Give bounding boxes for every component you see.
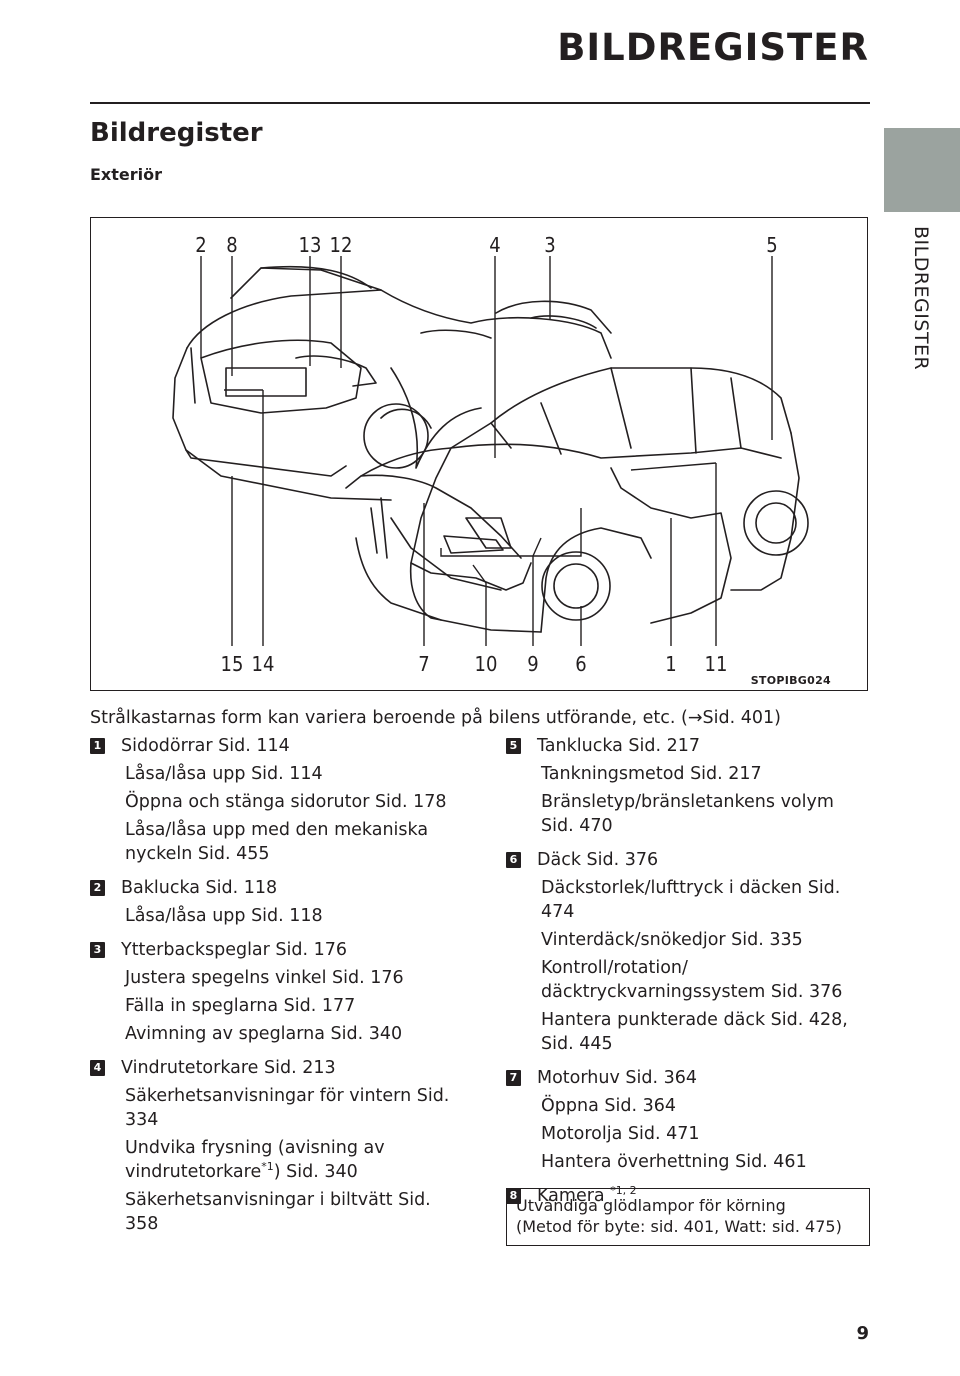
item-sub: Bränsletyp/bränsletankens volym Sid. 470 xyxy=(541,792,834,836)
figure-callouts-bottom: 15 14 7 10 9 6 1 11 xyxy=(221,652,728,676)
item-label: Tanklucka Sid. 217 xyxy=(537,736,701,756)
item-number-badge: 1 xyxy=(90,738,105,754)
item-sub: Kontroll/rotation/ däcktryckvarningssyst… xyxy=(541,958,843,1002)
callout-9: 9 xyxy=(527,652,538,676)
item-number-badge: 6 xyxy=(506,852,521,868)
bulb-info-box: Utvändiga glödlampor för körning (Metod … xyxy=(506,1188,870,1246)
list-item-8: 8 Kamera *1, 2 xyxy=(506,1184,870,1208)
item-number-badge: 7 xyxy=(506,1070,521,1086)
page-number: 9 xyxy=(856,1323,869,1344)
item-label: Baklucka Sid. 118 xyxy=(121,878,278,898)
item-sub: Fälla in speglarna Sid. 177 xyxy=(125,996,356,1016)
list-item-3: 3 Ytterbackspeglar Sid. 176 Justera speg… xyxy=(90,938,460,1046)
item-sub: Hantera punkterade däck Sid. 428, Sid. 4… xyxy=(541,1010,848,1054)
exterior-illustration: 2 8 13 12 4 3 5 15 14 7 10 9 6 1 11 STOP… xyxy=(90,217,868,691)
item-sub: Säkerhetsanvisningar för vintern Sid. 33… xyxy=(125,1086,450,1130)
item-sub: Däckstorlek/lufttryck i däcken Sid. 474 xyxy=(541,878,841,922)
item-sub: Avimning av speglarna Sid. 340 xyxy=(125,1024,403,1044)
callout-4: 4 xyxy=(489,233,500,257)
item-list-right: 5 Tanklucka Sid. 217 Tankningsmetod Sid.… xyxy=(506,734,870,1218)
list-item-7: 7 Motorhuv Sid. 364 Öppna Sid. 364 Motor… xyxy=(506,1066,870,1174)
item-sub: Tankningsmetod Sid. 217 xyxy=(541,764,762,784)
item-number-badge: 4 xyxy=(90,1060,105,1076)
chapter-title: BILDREGISTER xyxy=(557,26,869,69)
list-item-1: 1 Sidodörrar Sid. 114 Låsa/låsa upp Sid.… xyxy=(90,734,460,866)
callout-13: 13 xyxy=(299,233,322,257)
item-label: Ytterbackspeglar Sid. 176 xyxy=(121,940,348,960)
header-divider xyxy=(90,102,870,104)
callout-2: 2 xyxy=(195,233,206,257)
callout-15: 15 xyxy=(221,652,244,676)
callout-3: 3 xyxy=(544,233,555,257)
item-sub: Motorolja Sid. 471 xyxy=(541,1124,700,1144)
callout-11: 11 xyxy=(705,652,728,676)
figure-code: STOPIBG024 xyxy=(750,674,831,687)
callout-7: 7 xyxy=(418,652,429,676)
item-sub: Låsa/låsa upp med den mekaniska nyckeln … xyxy=(125,820,429,864)
list-item-4: 4 Vindrutetorkare Sid. 213 Säkerhetsanvi… xyxy=(90,1056,460,1236)
item-sub: Öppna och stänga sidorutor Sid. 178 xyxy=(125,792,447,812)
callout-1: 1 xyxy=(665,652,676,676)
item-sub: Öppna Sid. 364 xyxy=(541,1096,676,1116)
chapter-tab-marker xyxy=(884,128,960,212)
item-label: Motorhuv Sid. 364 xyxy=(537,1068,697,1088)
item-label: Vindrutetorkare Sid. 213 xyxy=(121,1058,336,1078)
info-box-line-2: (Metod för byte: sid. 401, Watt: sid. 47… xyxy=(516,1217,842,1236)
callout-10: 10 xyxy=(475,652,498,676)
figure-caption: Strålkastarnas form kan variera beroende… xyxy=(90,708,781,728)
list-item-2: 2 Baklucka Sid. 118 Låsa/låsa upp Sid. 1… xyxy=(90,876,460,928)
callout-12: 12 xyxy=(330,233,353,257)
item-number-badge: 5 xyxy=(506,738,521,754)
figure-callouts-top: 2 8 13 12 4 3 5 xyxy=(195,233,777,257)
item-sub: Hantera överhettning Sid. 461 xyxy=(541,1152,807,1172)
info-box-line-1: Utvändiga glödlampor för körning xyxy=(516,1196,786,1215)
item-sub: Justera spegelns vinkel Sid. 176 xyxy=(125,968,404,988)
section-subheading: Exteriör xyxy=(90,165,163,184)
item-list-left: 1 Sidodörrar Sid. 114 Låsa/låsa upp Sid.… xyxy=(90,734,460,1246)
list-item-6: 6 Däck Sid. 376 Däckstorlek/lufttryck i … xyxy=(506,848,870,1056)
item-sub: Säkerhetsanvisningar i biltvätt Sid. 358 xyxy=(125,1190,431,1234)
car-line-drawing: 2 8 13 12 4 3 5 15 14 7 10 9 6 1 11 xyxy=(172,233,809,676)
item-label: Däck Sid. 376 xyxy=(537,850,659,870)
item-sub: Låsa/låsa upp Sid. 118 xyxy=(125,906,323,926)
item-sub: Låsa/låsa upp Sid. 114 xyxy=(125,764,323,784)
item-number-badge: 3 xyxy=(90,942,105,958)
callout-6: 6 xyxy=(575,652,586,676)
item-sub: Vinterdäck/snökedjor Sid. 335 xyxy=(541,930,803,950)
item-label: Kamera *1, 2 xyxy=(537,1184,637,1206)
item-number-badge: 2 xyxy=(90,880,105,896)
callout-14: 14 xyxy=(252,652,275,676)
item-label: Sidodörrar Sid. 114 xyxy=(121,736,290,756)
item-sub: Undvika frysning (avisning av vindruteto… xyxy=(125,1138,385,1182)
list-item-5: 5 Tanklucka Sid. 217 Tankningsmetod Sid.… xyxy=(506,734,870,838)
side-tab-label: BILDREGISTER xyxy=(910,226,932,371)
section-title: Bildregister xyxy=(90,118,263,148)
item-number-badge: 8 xyxy=(506,1188,521,1204)
callout-5: 5 xyxy=(766,233,777,257)
callout-8: 8 xyxy=(226,233,237,257)
